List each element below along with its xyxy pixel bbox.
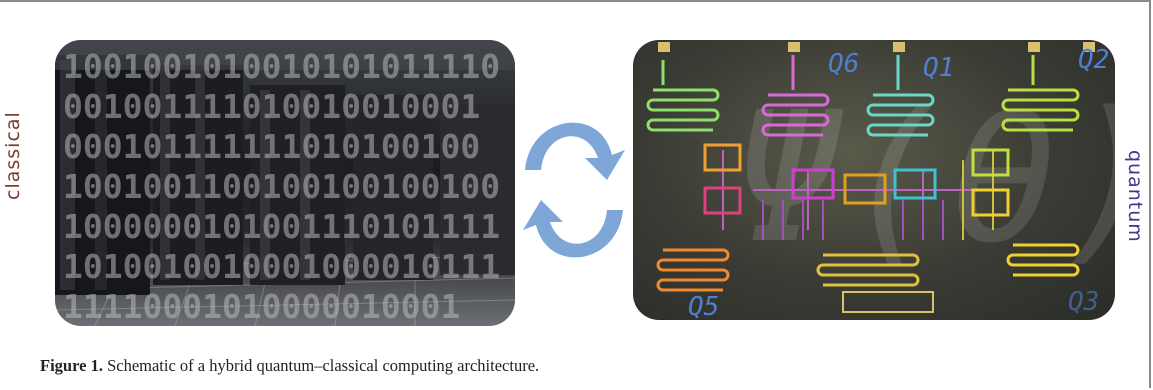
qubit-label-q2: Q2 [1078, 45, 1109, 75]
caption-text: Schematic of a hybrid quantum–classical … [107, 356, 540, 375]
qubit-label-q3: Q3 [1068, 287, 1099, 317]
qubit-label-q1: Q1 [923, 53, 954, 83]
arrow-to-classical [523, 200, 623, 258]
resonator-q6 [646, 60, 720, 132]
cycle-arrows [523, 122, 625, 258]
server-racks-graphic: 1001001010010101011110 00100111101001001… [55, 40, 515, 326]
figure-caption: Figure 1. Schematic of a hybrid quantum–… [40, 356, 539, 376]
quantum-label: quantum [1124, 150, 1146, 243]
binary-row: 000101111111010100100 [63, 127, 480, 166]
arrow-to-quantum [525, 122, 625, 180]
binary-row: 11110001010000010001 [63, 287, 460, 326]
caption-label: Figure 1. [40, 356, 103, 375]
binary-row: 1010010010001000010111 [63, 247, 500, 286]
binary-row: 001001111010010010001 [63, 87, 480, 126]
classical-supercomputer-image: 1001001010010101011110 00100111101001001… [55, 40, 515, 326]
binary-row: 1000000101001110101111 [63, 207, 500, 246]
qubit-label-q5: Q5 [688, 292, 719, 320]
quantum-chip-image: Ψ(θ) [633, 40, 1115, 320]
binary-row: 1001001100100100100100 [63, 167, 500, 206]
classical-label: classical [2, 111, 24, 200]
quantum-chip-graphic: Ψ(θ) [646, 42, 1115, 320]
chip-id-box [842, 291, 934, 313]
qubit-label-q6: Q6 [828, 49, 859, 79]
binary-row: 1001001010010101011110 [63, 47, 500, 86]
